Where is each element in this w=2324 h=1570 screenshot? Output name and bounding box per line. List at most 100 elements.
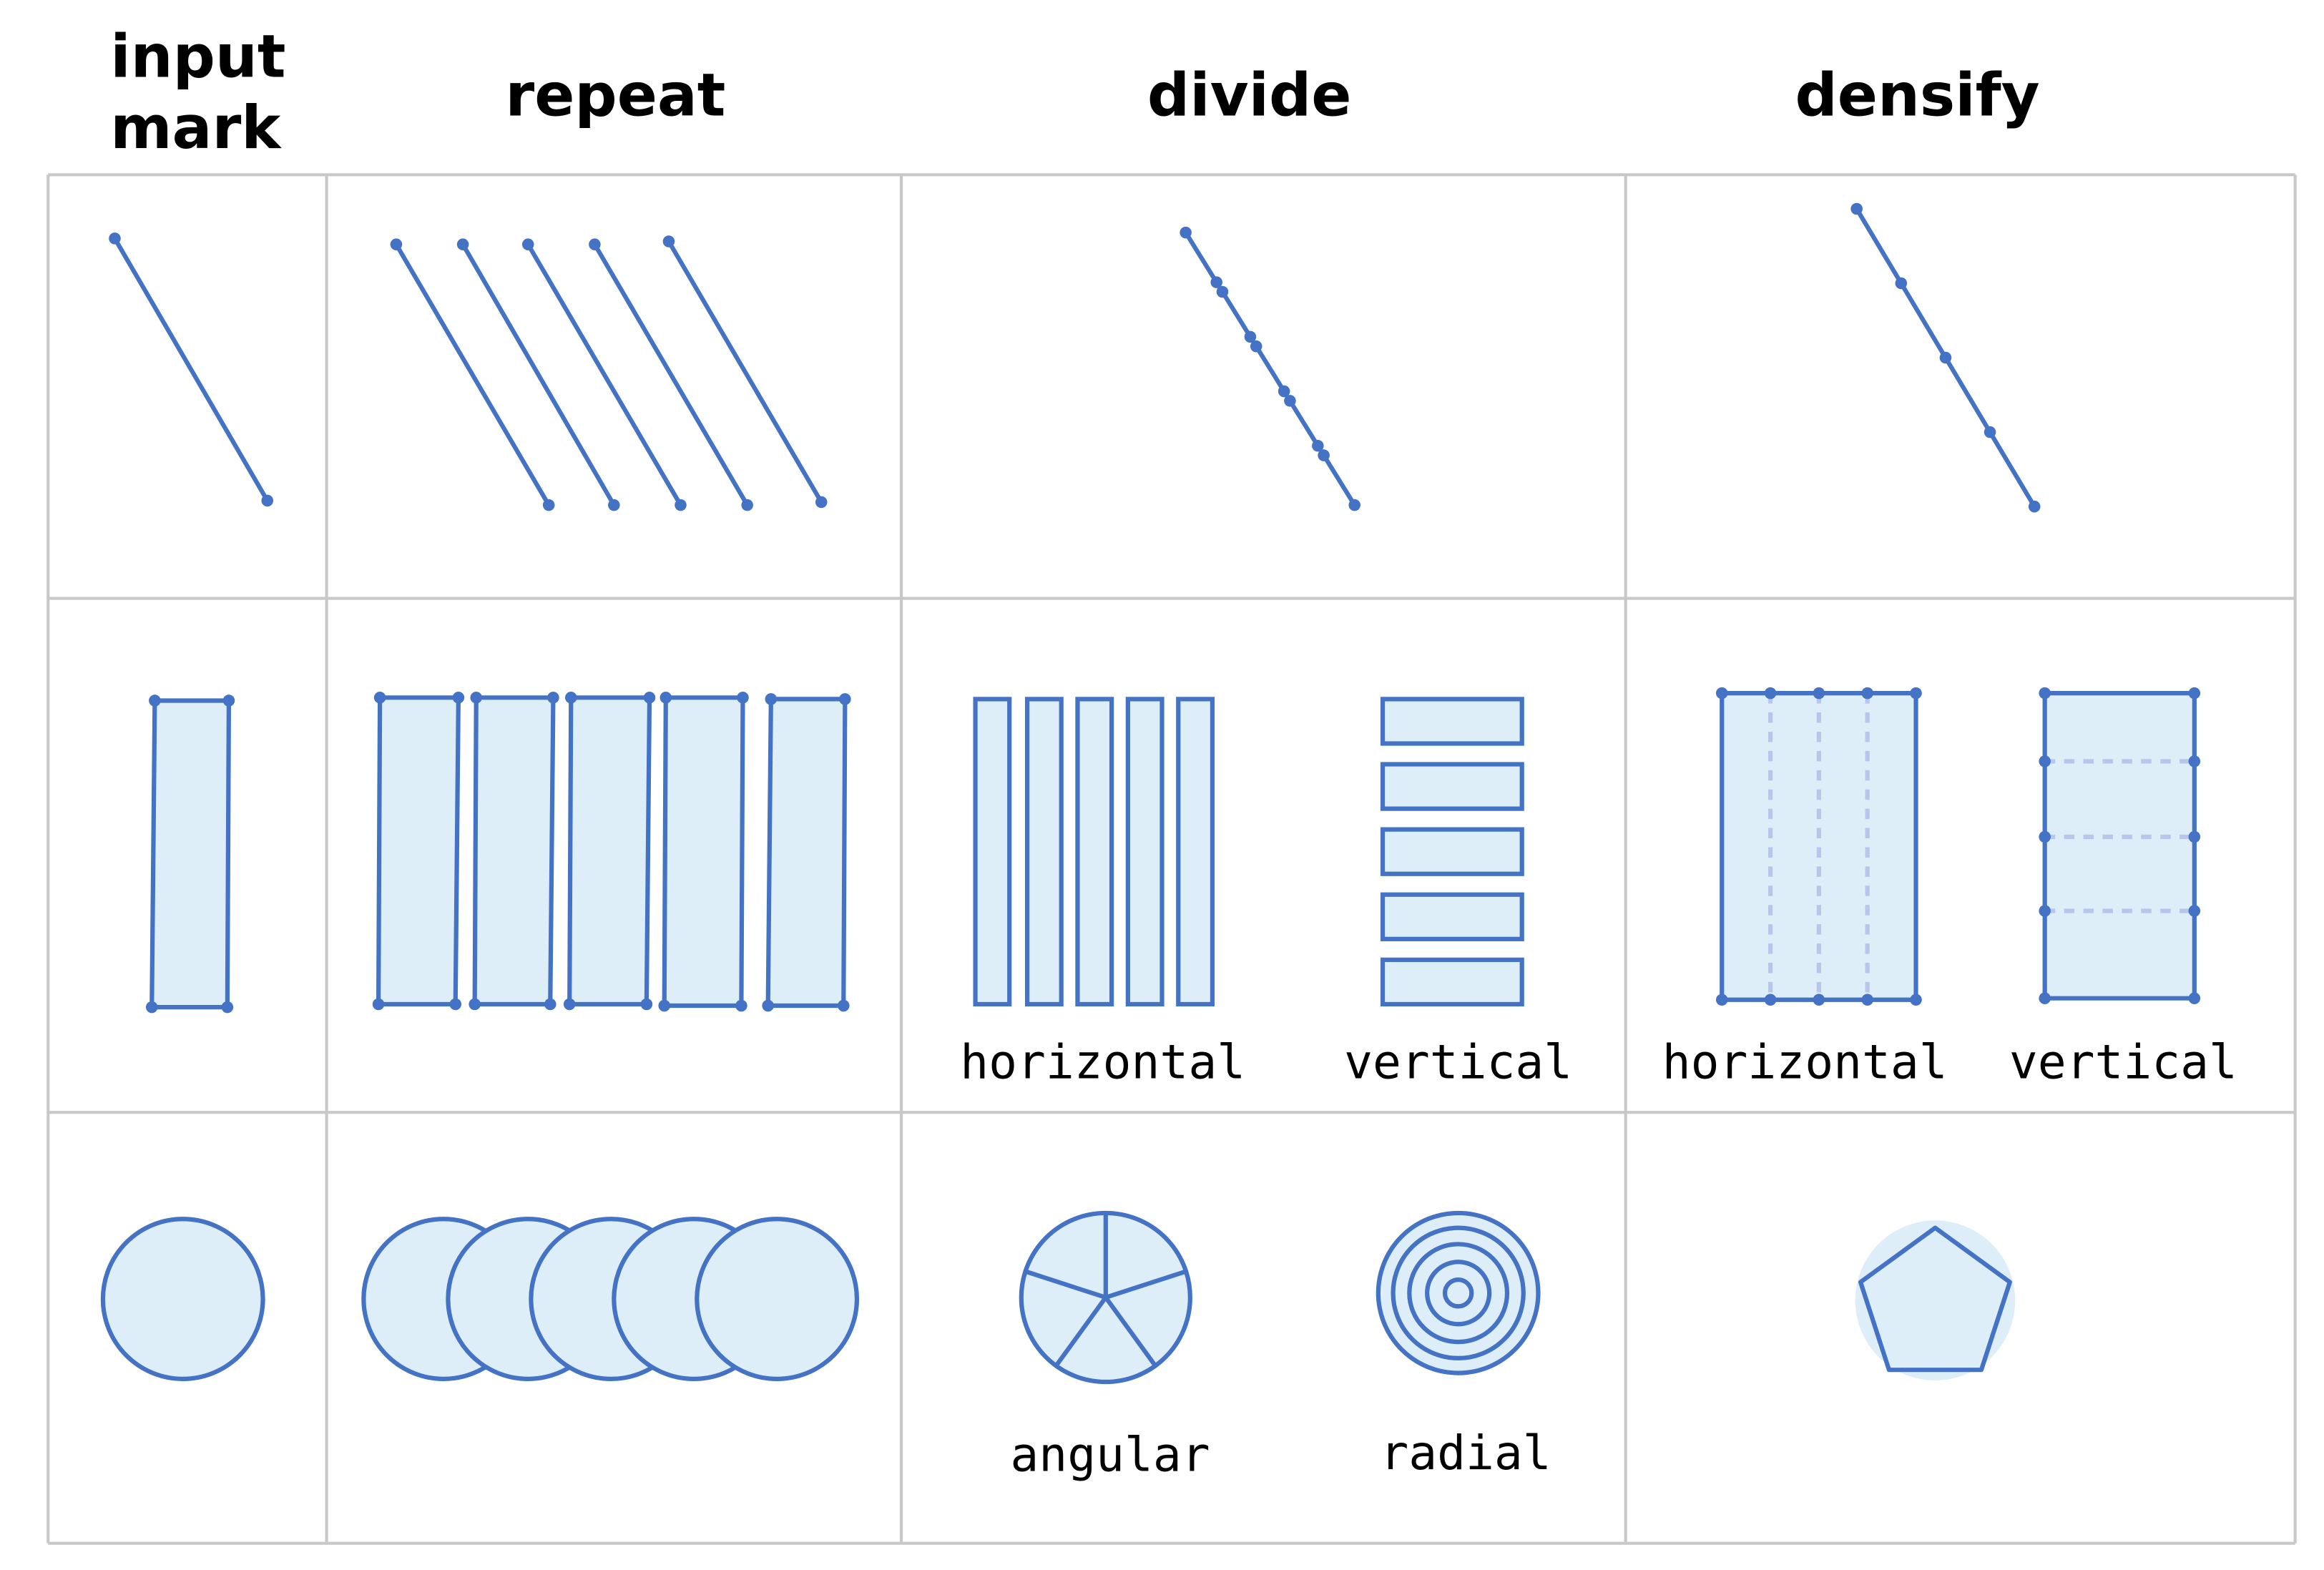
vertex-dot — [1764, 687, 1777, 700]
vertex-dot — [1244, 330, 1257, 343]
vertex-dot — [1984, 426, 1996, 438]
vertex-dot — [1210, 276, 1222, 288]
repeated-line — [526, 242, 683, 508]
repeated-rectangle — [765, 697, 848, 1009]
vertex-dot — [2039, 992, 2051, 1004]
vertex-dot — [456, 238, 469, 250]
vertex-dot — [149, 695, 161, 707]
table-grid — [46, 173, 2297, 1545]
repeated-circle — [695, 1217, 860, 1381]
vertex-dot — [2039, 687, 2051, 700]
vertex-dot — [544, 998, 557, 1011]
vertex-dot — [449, 998, 462, 1011]
vertex-dot — [640, 998, 653, 1011]
header-densify: densify — [1795, 61, 2040, 130]
vertex-dot — [109, 232, 121, 245]
vertex-dot — [735, 999, 747, 1012]
densified-polygon — [1858, 1225, 2012, 1373]
divided-line-segment — [1321, 453, 1357, 508]
divided-band-vertical — [1380, 697, 1524, 746]
vertex-dot — [762, 999, 774, 1012]
vertex-dot — [1318, 449, 1330, 461]
vertex-dot — [1910, 993, 1922, 1006]
input-circle — [100, 1217, 265, 1381]
vertex-dot — [1861, 687, 1873, 700]
label-angular: angular — [1010, 1426, 1210, 1482]
vertex-dot — [390, 238, 403, 250]
vertex-dot — [373, 692, 386, 704]
vertex-dot — [815, 496, 828, 509]
vertex-dot — [542, 499, 555, 511]
vertex-dot — [1861, 993, 1873, 1006]
vertex-dot — [1715, 687, 1728, 700]
divided-line-segment — [1183, 230, 1219, 285]
vertex-dot — [452, 692, 465, 704]
vertex-dot — [2188, 687, 2201, 700]
input-line — [112, 236, 270, 504]
vertex-dot — [643, 692, 656, 704]
divided-strip-horizontal — [1075, 697, 1114, 1007]
divided-strip-horizontal — [1024, 697, 1064, 1007]
divided-line-segment — [1220, 289, 1253, 339]
header-divide: divide — [1147, 61, 1352, 130]
vertex-dot — [608, 499, 620, 511]
vertex-dot — [675, 499, 687, 511]
repeated-rectangle — [567, 695, 652, 1007]
vertex-dot — [1895, 277, 1908, 290]
vertex-dot — [2039, 905, 2051, 917]
vertex-dot — [521, 238, 534, 250]
vertex-dot — [1910, 687, 1922, 700]
header-input-line1: input — [110, 22, 285, 92]
vertex-dot — [765, 693, 778, 705]
vertex-dot — [838, 999, 850, 1012]
divided-line-segment — [1254, 344, 1287, 394]
angular-divider — [1023, 1269, 1108, 1300]
vertex-dot — [839, 693, 851, 705]
label-densify-horizontal: horizontal — [1662, 1034, 1948, 1090]
divided-strip-horizontal — [1125, 697, 1165, 1007]
divided-band-vertical — [1380, 892, 1524, 941]
vertex-dot — [2188, 830, 2201, 843]
vertex-dot — [547, 692, 559, 704]
vertex-dot — [2039, 755, 2051, 767]
label-radial: radial — [1380, 1425, 1551, 1481]
vertex-dot — [2188, 755, 2201, 767]
header-input-line2: mark — [110, 93, 282, 162]
vertex-dot — [1278, 385, 1290, 398]
divided-line-segment — [1288, 398, 1320, 448]
label-divide-vertical: vertical — [1344, 1034, 1572, 1090]
vertex-dot — [741, 499, 753, 511]
shape-layer — [100, 202, 2201, 1385]
divided-band-vertical — [1380, 957, 1524, 1007]
input-rectangle — [149, 698, 232, 1010]
repeated-rectangle — [376, 695, 461, 1007]
repeated-line — [592, 242, 750, 508]
divided-strip-horizontal — [973, 697, 1012, 1007]
vertex-dot — [660, 692, 672, 704]
vertex-dot — [221, 1001, 234, 1014]
radial-ring — [1442, 1277, 1474, 1309]
angular-divider — [1103, 1269, 1189, 1300]
vertex-dot — [1216, 285, 1229, 298]
vertex-dot — [1813, 993, 1825, 1006]
header-repeat: repeat — [505, 61, 725, 130]
vertex-dot — [1250, 340, 1262, 353]
angular-divider — [1054, 1295, 1108, 1368]
vertex-dot — [2188, 992, 2201, 1004]
angular-divider — [1103, 1295, 1158, 1368]
divided-strip-horizontal — [1176, 697, 1215, 1007]
vertex-dot — [372, 998, 385, 1011]
vertex-dot — [469, 998, 481, 1011]
repeated-rectangle — [472, 695, 556, 1007]
vertex-dot — [1764, 993, 1777, 1006]
vertex-dot — [2039, 830, 2051, 843]
vertex-dot — [1850, 202, 1863, 215]
divided-band-vertical — [1380, 762, 1524, 811]
label-densify-vertical: vertical — [2009, 1034, 2237, 1090]
densified-rectangle-vertical — [2042, 691, 2197, 1001]
vertex-dot — [145, 1001, 158, 1014]
column-headers: input mark repeat divide densify — [110, 22, 2039, 162]
vertex-dot — [563, 998, 576, 1011]
label-divide-horizontal: horizontal — [960, 1034, 1245, 1090]
